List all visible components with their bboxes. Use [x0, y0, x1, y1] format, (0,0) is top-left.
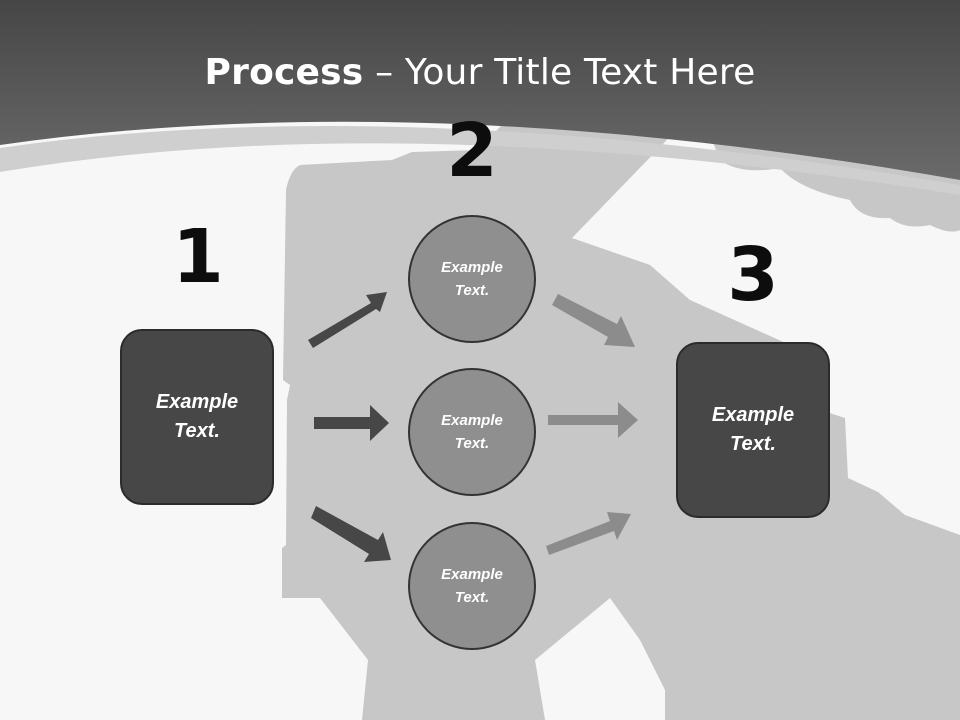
- step-2-circle-middle[interactable]: Example Text.: [408, 368, 536, 496]
- arrow-1-to-middle-icon: [314, 405, 389, 441]
- circle-top-label: Example Text.: [441, 259, 503, 299]
- step-1-box[interactable]: Example Text.: [120, 329, 274, 505]
- step-2-circle-bottom[interactable]: Example Text.: [408, 522, 536, 650]
- step-number-3: 3: [727, 232, 779, 318]
- step-2-circle-top[interactable]: Example Text.: [408, 215, 536, 343]
- step-1-box-label: Example Text.: [155, 391, 239, 442]
- title-rest: – Your Title Text Here: [363, 52, 756, 93]
- step-number-1: 1: [172, 214, 224, 300]
- circle-middle-label: Example Text.: [441, 412, 503, 452]
- arrow-1-to-bottom-icon: [311, 506, 391, 562]
- header-band: [0, 0, 960, 180]
- arrow-top-to-3-icon: [552, 294, 635, 347]
- step-3-box-label: Example Text.: [711, 404, 795, 455]
- title-bold: Process: [204, 52, 364, 93]
- arrow-bottom-to-3-icon: [546, 512, 631, 555]
- circle-bottom-label: Example Text.: [441, 566, 503, 606]
- arrow-1-to-top-icon: [308, 292, 387, 348]
- step-3-box[interactable]: Example Text.: [676, 342, 830, 518]
- step-number-2: 2: [446, 108, 498, 194]
- slide-title: Process – Your Title Text Here: [0, 52, 960, 93]
- arrow-middle-to-3-icon: [548, 402, 638, 438]
